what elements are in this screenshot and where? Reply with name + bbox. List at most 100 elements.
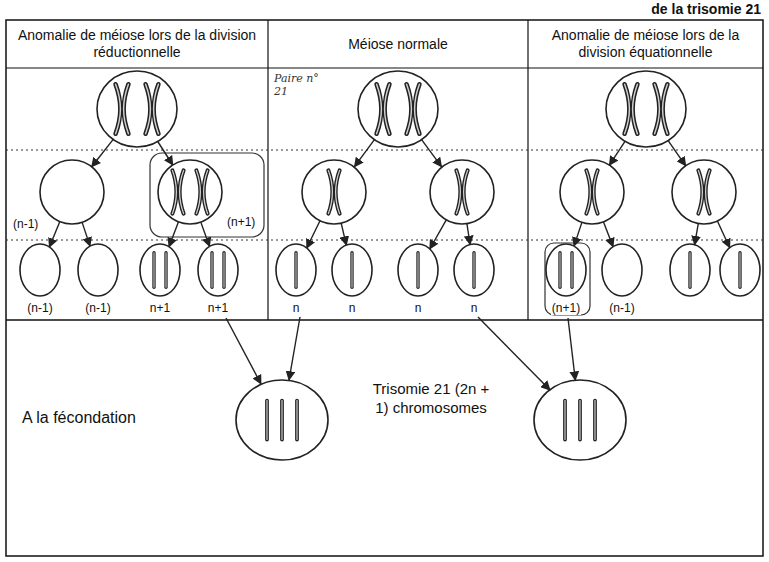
column-header: Anomalie de méiose lors de la division é…: [528, 20, 763, 68]
chromosome: [595, 401, 596, 440]
cell-membrane: [276, 244, 316, 296]
chromosome: [572, 253, 573, 288]
gamete-cell: n: [276, 244, 316, 296]
ploidy-label: (n-1): [26, 301, 53, 315]
arrow: [157, 141, 172, 165]
chromosome: [456, 170, 467, 213]
cell-outline: [276, 244, 316, 296]
ploidy-label: n: [292, 301, 301, 315]
cell-outline: [332, 244, 372, 296]
chromosome: [116, 84, 129, 134]
row-title: A la fécondation: [22, 408, 136, 428]
cell-membrane: [158, 160, 222, 224]
chromosome: [586, 170, 597, 213]
gamete-cell: (n-1): [20, 244, 60, 296]
chromosome: [166, 253, 167, 288]
ploidy-label: n+1: [149, 301, 171, 315]
arrow: [668, 140, 686, 166]
arrow: [467, 224, 470, 245]
ploidy-label: (n-1): [12, 217, 39, 231]
chromosome: [418, 253, 419, 288]
cell-membrane: [40, 160, 104, 224]
chromosome: [698, 170, 709, 213]
daughter-cell: [430, 160, 494, 224]
hand-frame: [150, 153, 264, 237]
chromosome: [282, 401, 283, 440]
cell-membrane: [332, 244, 372, 296]
arrow: [289, 317, 300, 380]
cell-membrane: [78, 244, 118, 296]
cell-membrane: [398, 244, 438, 296]
arrow: [355, 139, 375, 167]
row-divider: [6, 67, 763, 68]
chromosome: [740, 253, 741, 288]
zygote: [534, 380, 626, 460]
division-arrow: [169, 222, 179, 247]
mother-cell: [97, 71, 177, 147]
header-text: Anomalie de méiose lors de la division r…: [16, 27, 258, 61]
cell-membrane: [546, 244, 586, 296]
chromosome: [565, 401, 566, 440]
column-header: Méiose normale: [268, 20, 528, 68]
arrow: [421, 139, 441, 167]
cell-circle: (n-1): [40, 160, 104, 224]
chromosome: [560, 253, 561, 288]
row-divider: [6, 319, 763, 320]
chromosome: [474, 253, 475, 288]
ploidy-label: (n+1): [226, 215, 256, 229]
ploidy-label: n: [470, 301, 479, 315]
result-text: Trisomie 21 (2n + 1) chromosomes: [371, 380, 491, 418]
arrow: [478, 317, 550, 390]
cell-membrane: [198, 244, 238, 296]
ploidy-label: (n-1): [608, 301, 635, 315]
cell-outline: [78, 244, 118, 296]
chromosome: [196, 170, 207, 213]
fertilization-row: A la fécondation Trisomie 21 (2n + 1) chr…: [6, 320, 763, 556]
cell-outline: [398, 244, 438, 296]
gamete-cell: n+1: [198, 244, 238, 296]
chromosome: [172, 170, 183, 213]
ploidy-label: n: [348, 301, 357, 315]
chromosome: [580, 401, 581, 440]
gamete-cell: n+1: [140, 244, 180, 296]
cell-circle: (n+1): [158, 160, 222, 224]
column-divider: [527, 20, 528, 320]
cell-outline: [140, 244, 180, 296]
arrow: [92, 139, 114, 167]
division-arrows: [92, 139, 730, 390]
arrow: [609, 141, 625, 165]
cell-outline: [546, 244, 586, 296]
chromosome: [146, 84, 159, 134]
chromosome: [655, 84, 668, 134]
daughter-cell: [560, 160, 624, 224]
gamete-cell: (n+1): [546, 244, 586, 296]
chromosome: [212, 253, 213, 288]
cell-outline: [602, 244, 642, 296]
arrow: [341, 223, 346, 245]
arrow: [568, 318, 575, 380]
arrow: [307, 221, 320, 248]
chromosome: [377, 84, 390, 134]
dotted-divider: [6, 150, 763, 151]
hand-frame: [545, 243, 590, 315]
mother-cell: [358, 71, 438, 147]
diagram-title: de la trisomie 21: [651, 1, 761, 17]
arrow: [695, 224, 699, 245]
gamete-cell: (n-1): [78, 244, 118, 296]
column-divider: [267, 20, 268, 320]
chromosome: [297, 401, 298, 440]
mother-cell: [606, 71, 686, 147]
cell-membrane: [140, 244, 180, 296]
arrow: [226, 318, 261, 384]
dotted-divider: [6, 240, 763, 241]
arrow: [717, 221, 729, 248]
division-arrow: [49, 222, 59, 247]
chromosome: [690, 253, 691, 288]
zygote: [236, 380, 328, 460]
cell-membrane: [454, 244, 494, 296]
ploidy-label: n: [414, 301, 423, 315]
chromosome: [267, 401, 268, 440]
table-border: [6, 20, 763, 556]
chromosome: [625, 84, 638, 134]
column-header: Anomalie de méiose lors de la division r…: [6, 20, 268, 68]
